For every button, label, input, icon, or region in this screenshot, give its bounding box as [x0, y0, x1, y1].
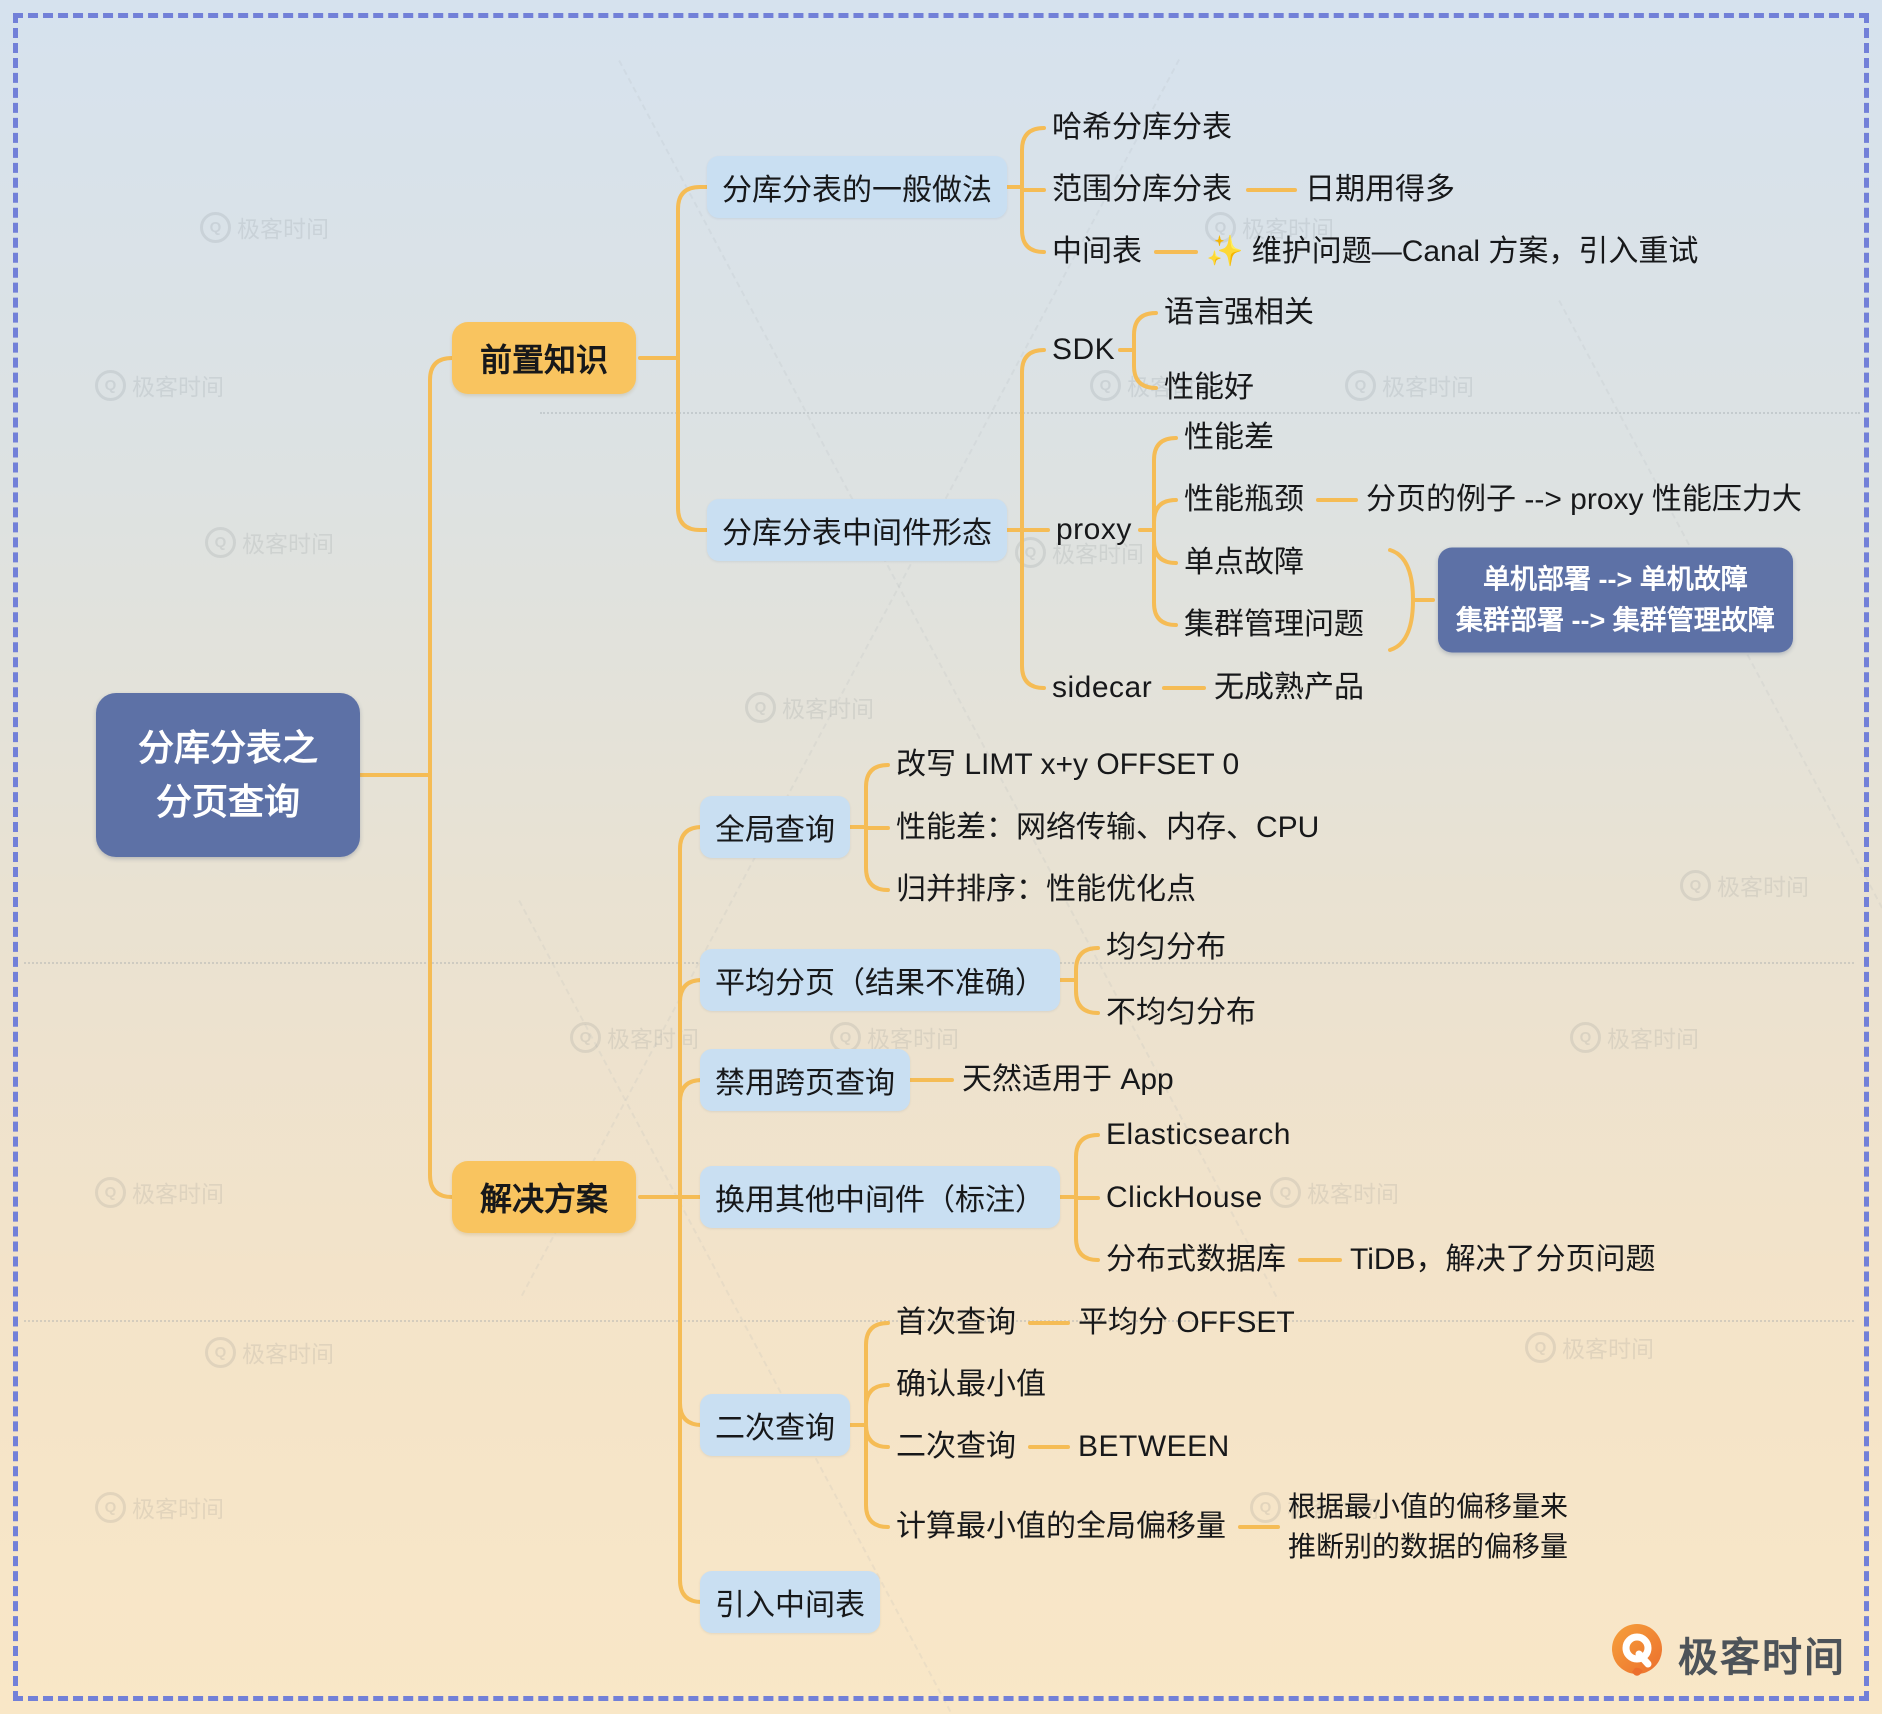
topic-forbid-cross-page-label: 禁用跨页查询: [715, 1067, 895, 1100]
topic-average-paging-label: 平均分页（结果不准确）: [715, 967, 1045, 1000]
node-intermediate-table-note[interactable]: ✨ 维护问题—Canal 方案，引入重试: [1206, 232, 1698, 272]
node-merge-sort[interactable]: 归并排序：性能优化点: [896, 873, 1196, 906]
node-cluster-management[interactable]: 集群管理问题: [1184, 608, 1364, 641]
node-second-query[interactable]: 二次查询: [896, 1430, 1016, 1463]
topic-other-middleware-label: 换用其他中间件（标注）: [715, 1184, 1045, 1217]
topic-global-query[interactable]: 全局查询: [700, 796, 850, 858]
node-rewrite-limit[interactable]: 改写 LIMT x+y OFFSET 0: [896, 748, 1240, 781]
sparkle-icon: ✨: [1206, 235, 1244, 268]
node-compute-global-offset[interactable]: 计算最小值的全局偏移量: [896, 1510, 1226, 1543]
node-proxy-bottleneck-note[interactable]: 分页的例子 --> proxy 性能压力大: [1366, 483, 1802, 516]
node-uneven-distribution[interactable]: 不均匀分布: [1106, 996, 1256, 1029]
dotted-line: [540, 412, 1860, 414]
node-proxy-bad-performance[interactable]: 性能差: [1184, 421, 1274, 454]
dotted-line: [24, 1320, 1854, 1322]
node-second-query-note[interactable]: BETWEEN: [1078, 1430, 1230, 1463]
branch-prerequisite[interactable]: 前置知识: [452, 322, 637, 394]
topic-other-middleware[interactable]: 换用其他中间件（标注）: [700, 1166, 1060, 1228]
node-clickhouse[interactable]: ClickHouse: [1106, 1181, 1263, 1214]
node-single-point-failure[interactable]: 单点故障: [1184, 546, 1304, 579]
geektime-logo-text: 极客时间: [1678, 1635, 1846, 1680]
branch-solution[interactable]: 解决方案: [452, 1161, 637, 1233]
node-global-offset-note[interactable]: 根据最小值的偏移量来 推断别的数据的偏移量: [1288, 1487, 1568, 1567]
topic-secondary-query-label: 二次查询: [715, 1412, 835, 1445]
node-proxy[interactable]: proxy: [1056, 513, 1132, 546]
root-topic-line2: 分页查询: [155, 781, 300, 822]
node-first-query-note[interactable]: 平均分 OFFSET: [1078, 1306, 1295, 1339]
node-hash-sharding[interactable]: 哈希分库分表: [1052, 111, 1232, 144]
global-offset-note-line1: 根据最小值的偏移量来: [1288, 1491, 1569, 1522]
node-tidb-note[interactable]: TiDB，解决了分页问题: [1350, 1243, 1656, 1276]
topic-intro-intermediate-table[interactable]: 引入中间表: [700, 1571, 880, 1633]
node-forbid-note[interactable]: 天然适用于 App: [962, 1063, 1174, 1096]
node-sdk-language[interactable]: 语言强相关: [1164, 296, 1314, 329]
topic-global-query-label: 全局查询: [715, 814, 835, 847]
node-sidecar[interactable]: sidecar: [1052, 671, 1153, 704]
topic-average-paging[interactable]: 平均分页（结果不准确）: [700, 949, 1060, 1011]
node-confirm-min[interactable]: 确认最小值: [896, 1368, 1046, 1401]
geektime-logo-icon: [1608, 1622, 1666, 1685]
node-intermediate-table[interactable]: 中间表: [1052, 235, 1142, 268]
geektime-logo: 极客时间: [1608, 1622, 1846, 1685]
node-elasticsearch[interactable]: Elasticsearch: [1106, 1118, 1291, 1151]
node-first-query[interactable]: 首次查询: [896, 1306, 1016, 1339]
callout-deployment[interactable]: 单机部署 --> 单机故障 集群部署 --> 集群管理故障: [1438, 547, 1793, 653]
callout-deployment-line1: 单机部署 --> 单机故障: [1483, 564, 1748, 595]
topic-secondary-query[interactable]: 二次查询: [700, 1394, 850, 1456]
node-sdk[interactable]: SDK: [1052, 333, 1116, 366]
intermediate-table-note-text: 维护问题—Canal 方案，引入重试: [1251, 235, 1699, 268]
topic-general-practice-label: 分库分表的一般做法: [722, 174, 992, 207]
node-distributed-db[interactable]: 分布式数据库: [1106, 1243, 1286, 1276]
branch-prerequisite-label: 前置知识: [480, 342, 609, 378]
node-range-sharding[interactable]: 范围分库分表: [1052, 173, 1232, 206]
topic-general-practice[interactable]: 分库分表的一般做法: [707, 156, 1007, 218]
node-even-distribution[interactable]: 均匀分布: [1106, 931, 1226, 964]
topic-forbid-cross-page[interactable]: 禁用跨页查询: [700, 1049, 910, 1111]
node-range-sharding-note[interactable]: 日期用得多: [1305, 173, 1455, 206]
topic-middleware-forms[interactable]: 分库分表中间件形态: [707, 499, 1007, 561]
topic-middleware-forms-label: 分库分表中间件形态: [722, 517, 992, 550]
root-topic-line1: 分库分表之: [137, 727, 318, 768]
node-sidecar-note[interactable]: 无成熟产品: [1214, 671, 1364, 704]
node-proxy-bottleneck[interactable]: 性能瓶颈: [1184, 483, 1304, 516]
callout-deployment-line2: 集群部署 --> 集群管理故障: [1456, 605, 1775, 635]
node-global-bad-performance[interactable]: 性能差：网络传输、内存、CPU: [896, 811, 1320, 844]
branch-solution-label: 解决方案: [480, 1181, 609, 1217]
topic-intro-intermediate-table-label: 引入中间表: [715, 1589, 865, 1622]
global-offset-note-line2: 推断别的数据的偏移量: [1288, 1531, 1569, 1562]
node-sdk-performance[interactable]: 性能好: [1164, 371, 1254, 404]
root-topic[interactable]: 分库分表之 分页查询: [96, 693, 360, 857]
